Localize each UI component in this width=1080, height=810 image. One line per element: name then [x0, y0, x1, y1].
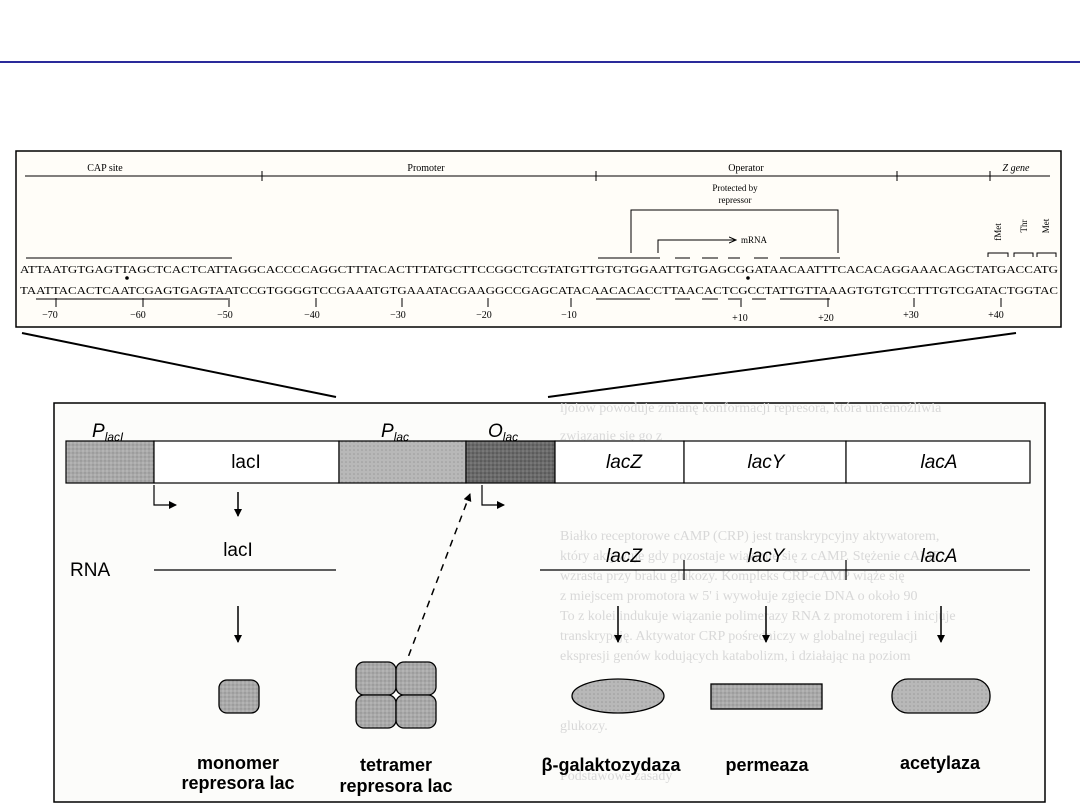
permease-label: permeaza: [725, 755, 809, 775]
gene-labels: lacI lacZ lacY lacA: [231, 452, 957, 473]
svg-text:Podstawowe zasady: Podstawowe zasady: [560, 769, 672, 784]
acetylase-shape: [891, 678, 991, 714]
svg-text:To z kolei indukuje wiązanie p: To z kolei indukuje wiązanie polimerazy …: [560, 609, 956, 624]
p-laci-box: [65, 440, 155, 484]
svg-text:Białko receptorowe cAMP (CRP): Białko receptorowe cAMP (CRP) jest trans…: [560, 529, 939, 544]
tetramer-label-1: tetramer: [360, 755, 432, 775]
rna-label-lacy: lacY: [748, 546, 786, 567]
protected-label-2: repressor: [719, 195, 752, 205]
monomer-shape: [218, 679, 260, 714]
gene-label-laci: lacI: [231, 452, 261, 473]
z-gene-label: Z gene: [1003, 163, 1031, 174]
tick-label: −10: [561, 310, 577, 321]
symmetry-marks: [26, 257, 840, 300]
mrna-label: mRNA: [741, 235, 768, 245]
tick-label: −30: [390, 310, 406, 321]
galactosidase-shape: [571, 678, 665, 714]
dna-top-strand: ATTAATGTGAGTTAGCTCACTCATTAGGCACCCCAGGCTT…: [20, 264, 1058, 276]
galactosidase-label: β-galaktozydaza: [541, 755, 681, 775]
mrna-start-arrow: [657, 240, 736, 253]
protected-label-1: Protected by: [712, 183, 758, 193]
permease-shape: [710, 683, 823, 710]
tick-label: +40: [988, 310, 1004, 321]
operator-region-label: Operator: [728, 163, 764, 174]
tick-label: +10: [732, 313, 748, 324]
svg-text:ekspresji genów kodujących kat: ekspresji genów kodujących katabolizm, i…: [560, 649, 911, 664]
cap-site-label: CAP site: [87, 163, 123, 174]
rna-label-laca: lacA: [921, 546, 958, 567]
svg-text:glukozy.: glukozy.: [560, 719, 608, 734]
laca-gene-box: [845, 440, 1031, 484]
product-labels: monomer represora lac tetramer represora…: [181, 753, 981, 796]
laci-gene-box: [153, 440, 340, 484]
svg-text:transkrypcję. Aktywator CRP po: transkrypcję. Aktywator CRP pośredniczy …: [560, 629, 918, 644]
tick-label: −40: [304, 310, 320, 321]
codon-thr: Thr: [1019, 220, 1029, 233]
background-show-through: ijoiow powoduje zmianę konformacji repre…: [560, 401, 956, 784]
tick-label: +20: [818, 313, 834, 324]
tick-label: −50: [217, 310, 233, 321]
o-lac-label: Olac: [488, 421, 518, 444]
p-lac-box: [338, 440, 467, 484]
zoom-line-left: [21, 332, 337, 398]
rna-label-lacz: lacZ: [606, 546, 643, 567]
codon-met: Met: [1041, 218, 1051, 233]
operon-dna-bar: [65, 440, 1031, 484]
svg-text:który aktywuje gdy pozostaje w: który aktywuje gdy pozostaje wiązanie si…: [560, 549, 940, 564]
operon-panel: ijoiow powoduje zmianę konformacji repre…: [53, 401, 1046, 803]
lac-promoter-arrow: [481, 485, 505, 509]
p-lac-label: Plac: [381, 421, 409, 444]
laci-promoter-arrow: [153, 485, 177, 509]
lacy-gene-box: [683, 440, 847, 484]
promoter-region-label: Promoter: [407, 163, 445, 174]
gene-label-lacz: lacZ: [606, 452, 643, 473]
p-laci-label: PlacI: [92, 421, 124, 444]
svg-text:z miejscem promotora w 5' i wy: z miejscem promotora w 5' i wywołuje zgi…: [560, 589, 918, 604]
acetylase-label: acetylaza: [900, 753, 981, 773]
element-labels: PlacI Plac Olac: [92, 421, 518, 444]
header-divider: [0, 61, 1080, 63]
rna-label-laci: lacI: [223, 540, 253, 561]
monomer-label-2: represora lac: [181, 773, 294, 793]
tick-label: −20: [476, 310, 492, 321]
gene-label-lacy: lacY: [748, 452, 786, 473]
repressor-binding-arrow: [403, 493, 472, 669]
monomer-label-1: monomer: [197, 753, 279, 773]
sequence-panel: CAP site Promoter Operator Z gene Protec…: [15, 150, 1062, 328]
lacz-gene-box: [554, 440, 685, 484]
svg-text:wzrasta przy braku glukozy. Ko: wzrasta przy braku glukozy. Kompleks CRP…: [560, 569, 905, 584]
rna-label: RNA: [70, 560, 110, 581]
tetramer-shape: [355, 661, 437, 729]
o-lac-box: [465, 440, 556, 484]
tetramer-label-2: represora lac: [339, 776, 452, 796]
tick-label: +30: [903, 310, 919, 321]
codon-brackets: fMet Thr Met: [987, 218, 1057, 257]
dna-bottom-strand: TAATTACACTCAATCGAGTGAGTAATCCGTGGGGTCCGAA…: [20, 285, 1058, 297]
tick-label: −60: [130, 310, 146, 321]
tick-label: −70: [42, 310, 58, 321]
codon-fmet: fMet: [993, 223, 1003, 241]
zoom-line-right: [547, 332, 1017, 398]
position-ticks: [55, 298, 1002, 307]
rna-gene-labels: lacI lacZ lacY lacA: [223, 540, 957, 567]
protected-bracket: [630, 209, 839, 253]
gene-label-laca: lacA: [921, 452, 958, 473]
svg-text:ijoiow powoduje zmianę konform: ijoiow powoduje zmianę konformacji repre…: [560, 401, 942, 416]
svg-text:związanie się go z: związanie się go z: [560, 429, 662, 444]
